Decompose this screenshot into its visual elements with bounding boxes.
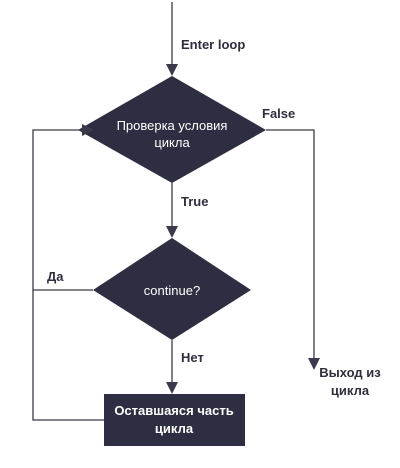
- false-arrowhead: [308, 358, 320, 370]
- condition-text-line1: Проверка условия: [117, 118, 228, 133]
- remainder-text-line2: цикла: [155, 421, 194, 436]
- no-label: Нет: [181, 350, 204, 365]
- no-arrowhead: [166, 382, 178, 394]
- false-branch-line: [266, 129, 315, 360]
- condition-diamond: [78, 76, 266, 183]
- exit-text-line1: Выход из: [319, 365, 381, 380]
- entry-label: Enter loop: [181, 37, 245, 52]
- loop-back-arrowhead: [82, 124, 94, 136]
- condition-text-line2: цикла: [154, 135, 190, 150]
- false-label: False: [262, 106, 295, 121]
- true-arrowhead: [166, 226, 178, 238]
- entry-arrowhead: [166, 64, 178, 76]
- remainder-box: [104, 394, 245, 446]
- loop-back-line: [32, 129, 104, 421]
- yes-label: Да: [47, 269, 64, 284]
- exit-text-line2: цикла: [331, 383, 370, 398]
- true-label: True: [181, 194, 208, 209]
- remainder-text-line1: Оставшаяся часть: [114, 403, 233, 418]
- continue-text: continue?: [144, 283, 200, 298]
- continue-diamond: [93, 238, 251, 340]
